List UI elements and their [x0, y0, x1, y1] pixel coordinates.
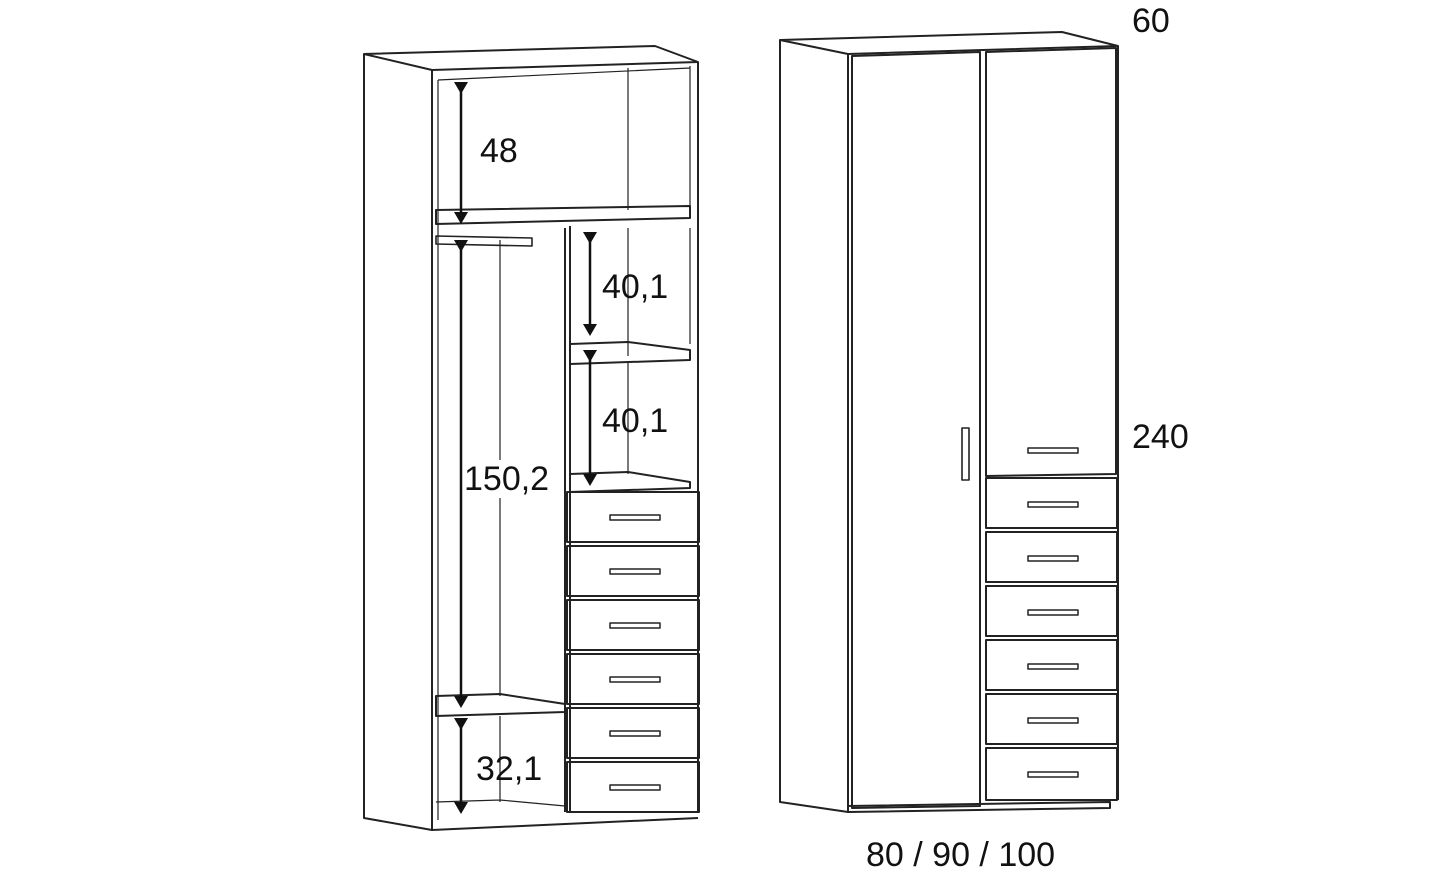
interior-right-back-line — [627, 228, 691, 474]
label-top-compartment-height: 48 — [480, 132, 518, 170]
interior-carcass-top — [363, 45, 699, 71]
interior-drawer-4 — [566, 653, 700, 705]
interior-drawer-6 — [566, 761, 700, 813]
exterior-door-handle — [961, 427, 970, 481]
exterior-drawer-5 — [985, 693, 1118, 745]
exterior-drawer-2-handle — [1027, 555, 1079, 562]
interior-drawer-6-handle — [609, 784, 661, 791]
interior-bottom-left-shelf — [435, 693, 566, 717]
exterior-drawer-5-handle — [1027, 717, 1079, 724]
label-upper-shelf-height: 40,1 — [602, 268, 668, 306]
interior-drawer-1 — [566, 491, 700, 543]
exterior-wardrobe-view — [779, 31, 1119, 813]
interior-top-shelf — [435, 205, 691, 225]
exterior-drawer-1 — [985, 477, 1118, 529]
interior-drawer-5-handle — [609, 730, 661, 737]
label-hanging-height: 150,2 — [464, 460, 549, 498]
label-lower-shelf-height: 40,1 — [602, 402, 668, 440]
interior-drawer-2 — [566, 545, 700, 597]
label-width-options: 80 / 90 / 100 — [866, 836, 1055, 874]
exterior-left-door — [851, 51, 981, 809]
exterior-carcass-left-side — [779, 40, 849, 813]
interior-back-edge — [437, 66, 691, 820]
exterior-drawer-stack — [985, 477, 1118, 801]
interior-divider-panel — [564, 226, 571, 812]
exterior-drawer-4-handle — [1027, 663, 1079, 670]
interior-carcass-left-side — [363, 54, 433, 831]
exterior-drawer-3 — [985, 585, 1118, 637]
label-depth: 60 — [1132, 2, 1170, 40]
interior-right-shelf-2 — [569, 471, 691, 493]
interior-drawer-1-handle — [609, 514, 661, 521]
interior-drawer-3-handle — [609, 622, 661, 629]
label-height: 240 — [1132, 418, 1189, 456]
exterior-carcass-top — [779, 31, 1119, 55]
exterior-drawer-2 — [985, 531, 1118, 583]
exterior-right-door — [985, 47, 1117, 477]
label-bottom-compartment-height: 32,1 — [476, 750, 542, 788]
interior-drawer-4-handle — [609, 676, 661, 683]
exterior-drawer-6 — [985, 747, 1118, 801]
interior-drawer-3 — [566, 599, 700, 651]
exterior-drawer-4 — [985, 639, 1118, 691]
interior-dimension-arrows — [454, 82, 597, 814]
label-hanging-height-bg — [464, 460, 560, 498]
exterior-drawer-3-handle — [1027, 609, 1079, 616]
exterior-drawer-1-handle — [1027, 501, 1079, 508]
interior-carcass-bottom — [431, 817, 699, 831]
interior-wardrobe-view — [363, 45, 700, 831]
exterior-drawer-6-handle — [1027, 771, 1079, 778]
interior-drawer-stack — [566, 491, 700, 813]
exterior-right-door-handle — [1027, 447, 1079, 454]
interior-drawer-2-handle — [609, 568, 661, 575]
interior-hanging-rail — [435, 235, 533, 247]
interior-drawer-5 — [566, 707, 700, 759]
interior-right-shelf-1 — [569, 341, 691, 365]
